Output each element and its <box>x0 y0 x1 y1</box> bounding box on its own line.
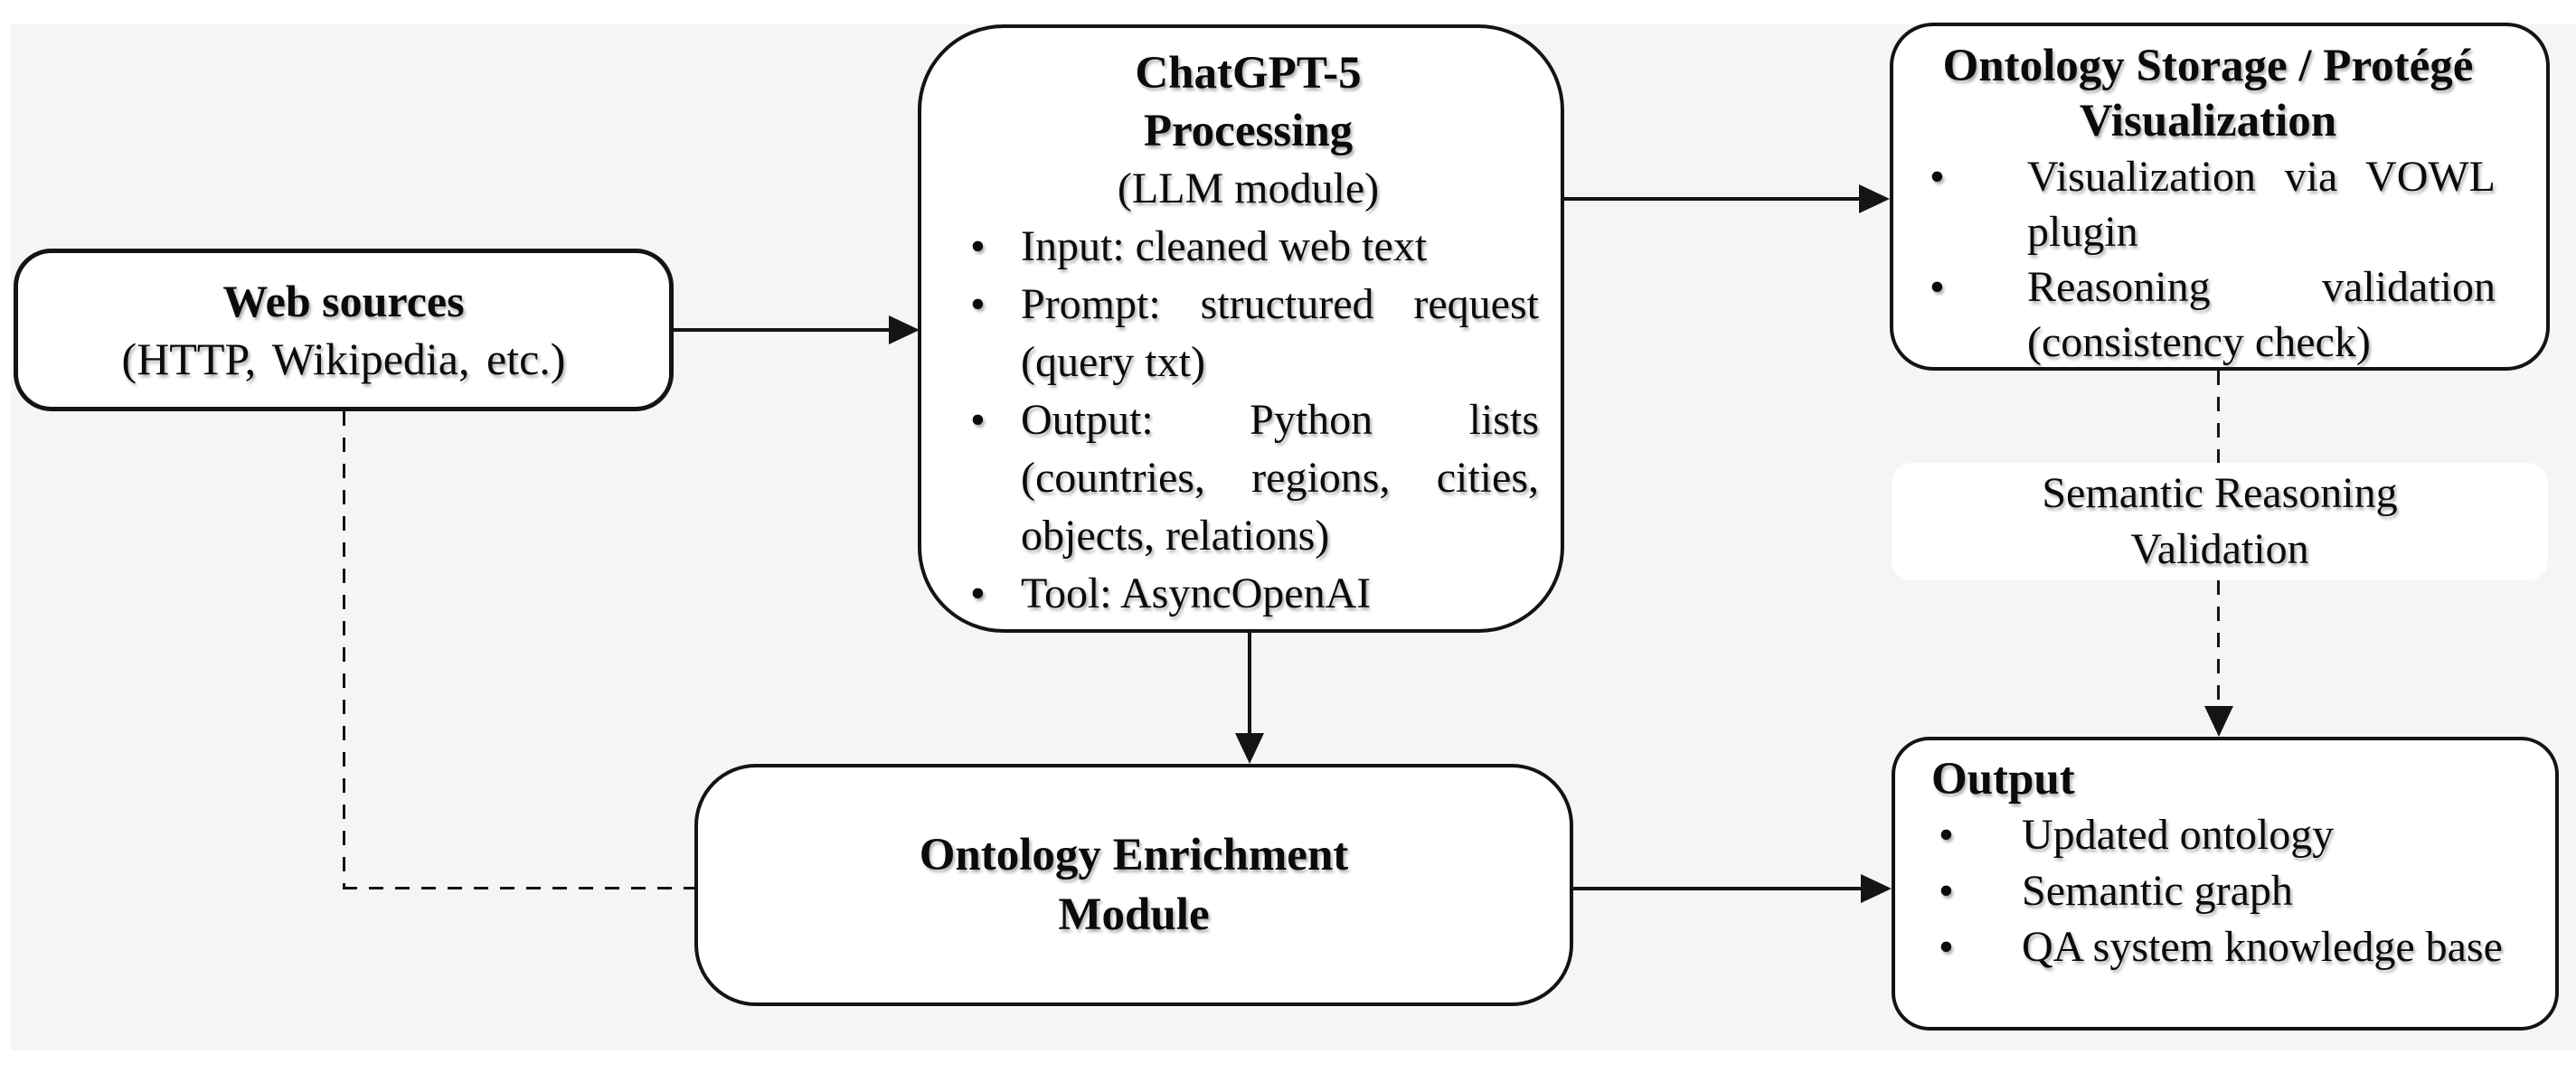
storage-title-line-1: Ontology Storage / Protégé <box>1942 41 2474 91</box>
output-bullet-list: Updated ontology Semantic graph QA syste… <box>1931 807 2521 975</box>
storage-bullet-visualization: Visualization via VOWL plugin <box>1920 149 2496 259</box>
arrow-web-to-chatgpt-line <box>674 328 892 332</box>
enrichment-title-line-1: Ontology Enrichment <box>919 830 1349 880</box>
chatgpt-bullet-prompt: Prompt: structured request (query txt) <box>958 276 1539 391</box>
dashed-connector-web-horizontal <box>343 887 694 889</box>
output-bullet-graph: Semantic graph <box>1931 863 2521 919</box>
output-bullet-ontology: Updated ontology <box>1931 807 2521 863</box>
arrow-head-icon <box>1859 184 1890 213</box>
chatgpt-processing-box: ChatGPT-5 Processing (LLM module) Input:… <box>918 24 1564 633</box>
chatgpt-title-line-2: Processing <box>1143 106 1354 156</box>
arrow-head-icon <box>889 315 920 344</box>
enrichment-title-line-2: Module <box>1058 889 1210 940</box>
web-sources-box: Web sources (HTTP, Wikipedia, etc.) <box>14 249 674 411</box>
chatgpt-bullet-tool: Tool: AsyncOpenAI <box>958 565 1539 623</box>
web-sources-title: Web sources <box>222 276 465 326</box>
semantic-reasoning-validation-label: Semantic Reasoning Validation <box>1892 463 2548 580</box>
chatgpt-subtitle: (LLM module) <box>1117 165 1380 212</box>
storage-bullet-reasoning: Reasoning validation (consistency check) <box>1920 259 2496 370</box>
arrow-head-icon <box>1861 874 1892 903</box>
arrow-enrichment-to-output-line <box>1573 887 1864 890</box>
ontology-enrichment-box: Ontology Enrichment Module <box>694 764 1573 1006</box>
dashed-connector-web-vertical <box>343 411 345 889</box>
arrow-head-icon <box>2204 706 2233 737</box>
output-box: Output Updated ontology Semantic graph Q… <box>1892 737 2559 1031</box>
chatgpt-title-line-1: ChatGPT-5 <box>1135 48 1362 99</box>
arrow-chatgpt-to-enrichment-line <box>1248 633 1251 737</box>
arrow-head-icon <box>1235 733 1264 764</box>
web-sources-subtitle: (HTTP, Wikipedia, etc.) <box>121 334 566 384</box>
arrow-chatgpt-to-storage-line <box>1564 197 1863 201</box>
semantic-label-line-1: Semantic Reasoning <box>2042 469 2398 517</box>
storage-bullet-list: Visualization via VOWL plugin Reasoning … <box>1920 149 2496 370</box>
semantic-label-line-2: Validation <box>2130 525 2309 573</box>
ontology-storage-box: Ontology Storage / Protégé Visualization… <box>1890 23 2550 371</box>
storage-title-line-2: Visualization <box>2079 96 2337 146</box>
output-title: Output <box>1931 754 2075 805</box>
chatgpt-bullet-input: Input: cleaned web text <box>958 218 1539 276</box>
chatgpt-bullet-list: Input: cleaned web text Prompt: structur… <box>958 218 1539 623</box>
chatgpt-bullet-output: Output: Python lists (countries, regions… <box>958 391 1539 565</box>
output-bullet-qa: QA system knowledge base <box>1931 919 2521 975</box>
